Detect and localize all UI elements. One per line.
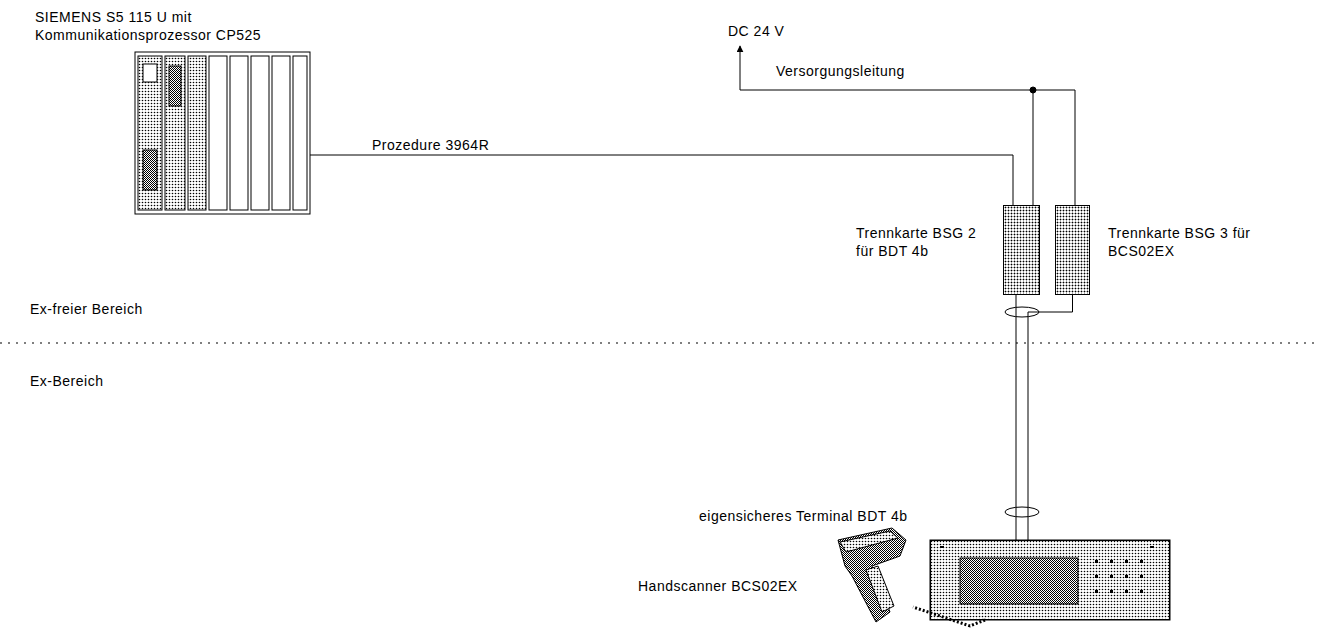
- isolation-card: Trennkarte BSG 3 für BCS02EX: [1055, 205, 1090, 295]
- connector: [310, 155, 1013, 205]
- node-label: Trennkarte BSG 2 für BDT 4b: [856, 224, 996, 260]
- annotation: DC 24 V: [728, 22, 784, 40]
- hand-scanner: Handscanner BCS02EX: [830, 525, 925, 622]
- isolation-card: Trennkarte BSG 2 für BDT 4b: [1003, 205, 1040, 295]
- node-label: SIEMENS S5 115 U mit Kommunikationsproze…: [35, 8, 280, 44]
- node-label: eigensicheres Terminal BDT 4b: [699, 507, 939, 525]
- annotation: Versorgungsleitung: [776, 62, 905, 80]
- scanner-illustration: [838, 528, 906, 622]
- terminal-box: eigensicheres Terminal BDT 4b: [930, 540, 1170, 620]
- plc-rack: [135, 52, 310, 214]
- annotation: Ex-freier Bereich: [30, 300, 143, 318]
- node-label: Handscanner BCS02EX: [638, 577, 823, 595]
- edge-label: Prozedure 3964R: [370, 136, 491, 154]
- annotation: Ex-Bereich: [30, 372, 103, 390]
- node-label: Trennkarte BSG 3 für BCS02EX: [1108, 224, 1258, 260]
- supply-line: [740, 46, 1075, 205]
- cable-bundle-mark: [1005, 307, 1039, 517]
- connector: [1016, 295, 1017, 540]
- terminal-illustration: [930, 540, 1170, 620]
- connector: [1028, 295, 1073, 540]
- coiled-cable: [913, 607, 985, 626]
- plc-rack: SIEMENS S5 115 U mit Kommunikationsproze…: [135, 50, 310, 215]
- zone-boundary: [0, 342, 1318, 343]
